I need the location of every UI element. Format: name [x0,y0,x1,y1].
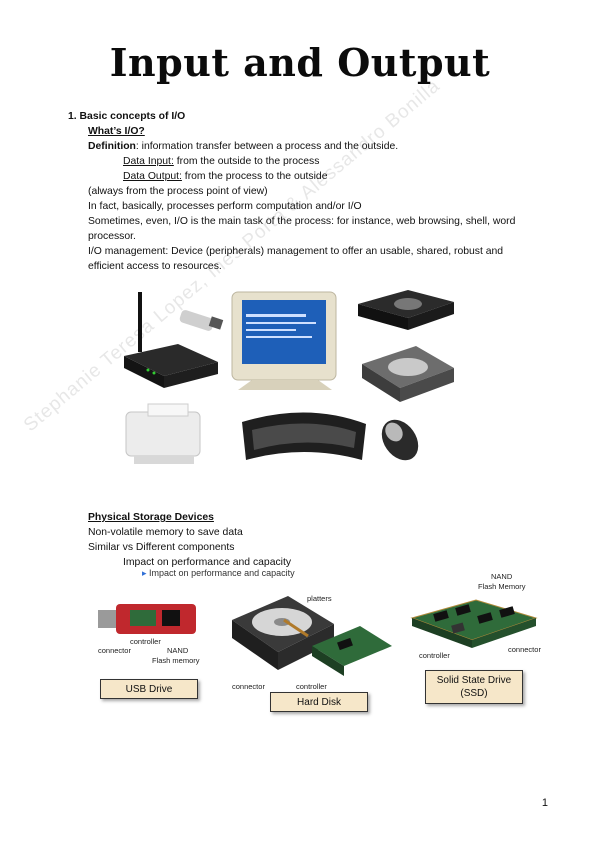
data-input-line: Data Input: from the outside to the proc… [123,154,319,169]
hdd-callout-controller: controller [296,682,327,691]
data-input-label: Data Input: [123,156,174,167]
ssd-callout-flash: Flash Memory [478,582,526,591]
data-output-label: Data Output: [123,171,182,182]
ssd-image [410,599,538,648]
text-line: processor. [88,231,136,242]
io-devices-image [124,290,454,464]
hard-disk-label: Hard Disk [270,692,368,712]
section-heading: 1. Basic concepts of I/O [68,111,186,122]
bullet-arrow-icon: ▸ [142,568,147,578]
data-output-text: from the process to the outside [181,171,328,182]
usb-callout-controller: controller [130,637,161,646]
text-line: Similar vs Different components [88,542,235,553]
ssd-label-line2: (SSD) [460,688,488,699]
ssd-callout-nand: NAND [491,572,513,581]
hdd-callout-platters: platters [307,594,332,603]
text-line: efficient access to resources. [88,261,222,272]
usb-callout-flash: Flash memory [152,656,200,665]
usb-callout-connector: connector [98,646,131,655]
ssd-label-line1: Solid State Drive [436,675,512,686]
ssd-callout-connector: connector [508,645,541,654]
usb-drive-image [98,604,196,634]
ssd-callout-controller: controller [419,651,450,660]
optical-drive-icon [358,290,454,330]
section-heading-storage: Physical Storage Devices [88,512,214,523]
crt-monitor-icon [231,291,337,390]
usb-callout-nand: NAND [167,646,189,655]
subheading: What’s I/O? [88,126,145,137]
page-title: Input and Output [109,40,491,85]
text-line: In fact, basically, processes perform co… [88,201,362,212]
keyboard-icon [242,412,366,460]
usb-dongle-icon [179,310,224,331]
text-line: Non-volatile memory to save data [88,527,243,538]
ssd-label: Solid State Drive (SSD) [425,670,523,704]
data-input-text: from the outside to the process [173,156,320,167]
usb-drive-label: USB Drive [100,679,198,699]
figure-caption: ▸ Impact on performance and capacity [142,566,295,581]
definition-text: : information transfer between a process… [135,141,399,152]
text-line: (always from the process point of view) [88,186,268,197]
data-output-line: Data Output: from the process to the out… [123,169,327,184]
hard-disk-image [232,596,392,676]
figure-caption-text: Impact on performance and capacity [149,568,295,578]
router-icon [124,292,218,388]
text-line: Impact on performance and capacity [123,557,292,568]
hdd-callout-connector: connector [232,682,265,691]
page-number: 1 [541,797,548,809]
text-line: I/O management: Device (peripherals) man… [88,246,504,257]
mouse-icon [381,419,419,461]
hard-drive-icon [362,346,454,402]
definition-label: Definition [88,141,136,152]
printer-icon [125,403,201,464]
text-line: Sometimes, even, I/O is the main task of… [88,216,516,227]
definition-line: Definition: information transfer between… [88,139,398,154]
